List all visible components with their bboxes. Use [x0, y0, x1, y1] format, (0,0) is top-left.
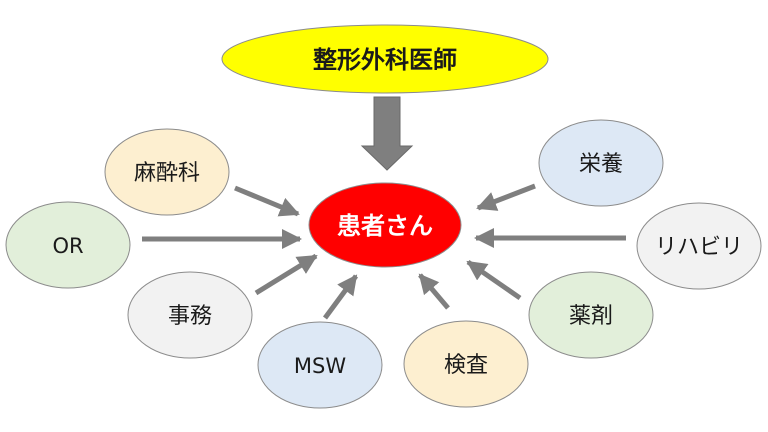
- anesthesia-label: 麻酔科: [134, 161, 200, 186]
- or-label: OR: [52, 234, 83, 258]
- arrow-msw-to-patient: [322, 274, 359, 320]
- exam-label: 検査: [444, 353, 488, 378]
- nutrition-label: 栄養: [579, 152, 623, 177]
- node-patient: 患者さん: [308, 182, 462, 268]
- pharmacy-circle: [528, 271, 654, 359]
- doctor-label: 整形外科医師: [313, 46, 457, 74]
- arrow-office-to-patient: [254, 253, 318, 296]
- msw-label: MSW: [294, 354, 346, 378]
- rehab-label: リハビリ: [655, 235, 743, 260]
- arrows: [142, 183, 626, 320]
- node-or: OR: [5, 201, 131, 289]
- msw-circle: [257, 321, 383, 409]
- node-nutrition: 栄養: [538, 119, 664, 207]
- doctor-ellipse: [221, 24, 549, 94]
- nutrition-circle: [538, 119, 664, 207]
- arrow-anesthesia-to-patient: [234, 185, 300, 217]
- node-msw: MSW: [257, 321, 383, 409]
- node-rehab: リハビリ: [636, 202, 762, 290]
- rehab-circle: [636, 202, 762, 290]
- node-pharmacy: 薬剤: [528, 271, 654, 359]
- node-office: 事務: [127, 271, 253, 359]
- office-label: 事務: [168, 304, 212, 329]
- arrow-exam-to-patient: [418, 273, 450, 310]
- node-anesthesia: 麻酔科: [104, 128, 230, 216]
- anesthesia-circle: [104, 128, 230, 216]
- arrow-doctor-to-patient: [360, 96, 414, 171]
- patient-label: 患者さん: [337, 212, 433, 240]
- arrow-nutrition-to-patient: [476, 183, 536, 211]
- or-circle: [5, 201, 131, 289]
- patient-ellipse: [308, 182, 462, 268]
- arrow-pharmacy-to-patient: [466, 259, 522, 301]
- pharmacy-label: 薬剤: [569, 304, 613, 329]
- node-exam: 検査: [403, 320, 529, 408]
- exam-circle: [403, 320, 529, 408]
- node-doctor: 整形外科医師: [221, 24, 549, 94]
- office-circle: [127, 271, 253, 359]
